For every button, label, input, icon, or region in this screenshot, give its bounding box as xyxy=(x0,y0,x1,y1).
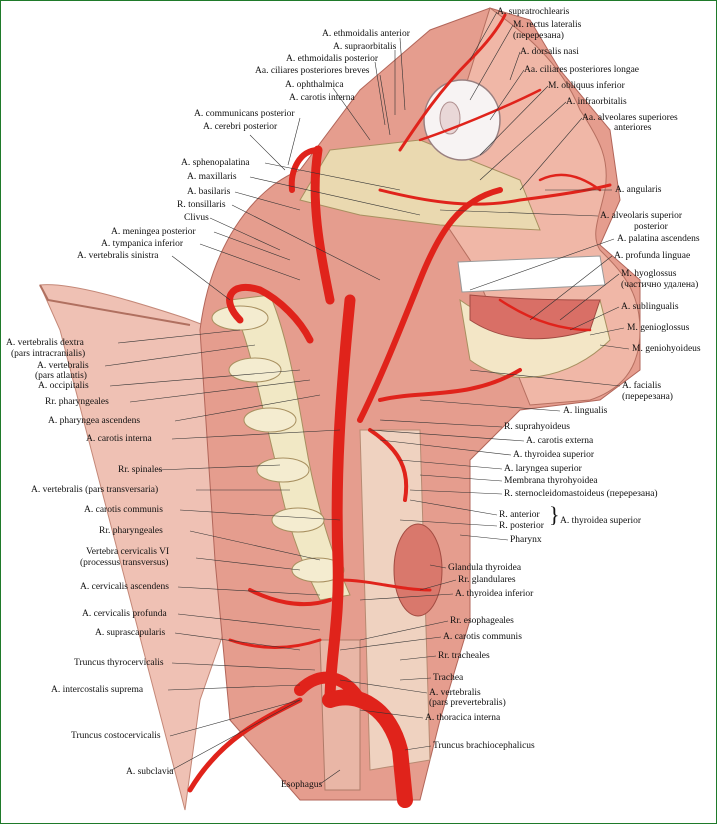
label-r-posterior: R. posterior xyxy=(499,521,544,531)
label-a-suprascapularis: A. suprascapularis xyxy=(95,628,166,638)
label-vertebra-cervicalis-1: Vertebra cervicalis VI xyxy=(86,547,170,557)
label-a-carotis-communis-right: A. carotis communis xyxy=(443,632,522,642)
label-a-thyroidea-superior-group: A. thyroidea superior xyxy=(560,516,641,526)
label-a-vertebralis-atlantis-1: A. vertebralis xyxy=(37,361,89,371)
label-r-sternocleidomastoideus: R. sternocleidomastoideus (перерезана) xyxy=(504,489,658,499)
label-a-carotis-interna: A. carotis interna xyxy=(86,434,152,444)
label-a-vertebralis-sinistra: A. vertebralis sinistra xyxy=(77,251,159,261)
label-a-occipitalis: A. occipitalis xyxy=(38,381,89,391)
skin-edge xyxy=(39,284,191,326)
label-a-vertebralis-prev-2: (pars prevertebralis) xyxy=(429,698,506,708)
label-truncus-costocervicalis: Truncus costocervicalis xyxy=(71,731,161,741)
label-pharynx: Pharynx xyxy=(510,535,542,545)
label-m-hyoglossus-note: (частично удалена) xyxy=(621,280,699,290)
label-a-ophthalmica: A. ophthalmica xyxy=(285,80,344,90)
thyroid-gland xyxy=(393,523,443,617)
label-a-thoracica-interna: A. thoracica interna xyxy=(425,713,501,723)
label-a-ethmoidalis-anterior: A. ethmoidalis anterior xyxy=(322,29,410,39)
label-a-maxillaris: A. maxillaris xyxy=(187,172,237,182)
label-a-vertebralis-transversaria: A. vertebralis (pars transversaria) xyxy=(31,485,159,495)
label-a-thyroidea-superior-top: A. thyroidea superior xyxy=(513,450,594,460)
esophagus xyxy=(319,639,361,791)
label-a-facialis: A. facialis xyxy=(622,381,662,391)
label-a-dorsalis-nasi: A. dorsalis nasi xyxy=(520,47,579,57)
label-a-meningea-posterior: A. meningea posterior xyxy=(111,227,196,237)
label-m-rectus-lateralis-note: (перерезана) xyxy=(513,31,564,41)
label-a-communicans-posterior: A. communicans posterior xyxy=(194,109,295,119)
label-a-vertebralis-atlantis-2: (pars atlantis) xyxy=(35,371,87,381)
label-a-angularis: A. angularis xyxy=(615,185,662,195)
label-trachea: Trachea xyxy=(433,673,464,683)
label-a-facialis-note: (перерезана) xyxy=(622,392,673,402)
label-a-sphenopalatina: A. sphenopalatina xyxy=(181,158,250,168)
label-a-intercostalis-suprema: A. intercostalis suprema xyxy=(51,685,144,695)
label-a-cervicalis-ascendens: A. cervicalis ascendens xyxy=(80,582,169,592)
label-a-sublingualis: A. sublingualis xyxy=(621,302,679,312)
label-rr-pharyngeales-top: Rr. pharyngeales xyxy=(45,397,109,407)
label-aa-ciliares-post-breves: Aa. ciliares posteriores breves xyxy=(255,66,370,76)
label-truncus-brachiocephalicus: Truncus brachiocephalicus xyxy=(433,741,535,751)
label-aa-ciliares-post-longae: Aa. ciliares posteriores longae xyxy=(524,65,640,75)
label-r-tonsillaris: R. tonsillaris xyxy=(177,200,226,210)
label-a-carotis-interna-top: A. carotis interna xyxy=(289,93,355,103)
label-glandula-thyroidea: Glandula thyroidea xyxy=(448,563,522,573)
label-rr-glandulares: Rr. glandulares xyxy=(458,575,516,585)
label-a-basilaris: A. basilaris xyxy=(187,187,231,197)
label-aa-alveolares-sup-ant-1: Aa. alveolares superiores xyxy=(582,113,678,123)
label-r-suprahyoideus: R. suprahyoideus xyxy=(504,422,570,432)
label-rr-pharyngeales-low: Rr. pharyngeales xyxy=(99,526,163,536)
label-a-alveolaris-sup-post-1: A. alveolaris superior xyxy=(600,211,683,221)
label-a-alveolaris-sup-post-2: posterior xyxy=(634,222,668,232)
label-m-hyoglossus: M. hyoglossus xyxy=(621,269,677,279)
label-m-geniohyoideus: M. geniohyoideus xyxy=(632,344,701,354)
label-r-anterior: R. anterior xyxy=(499,510,540,520)
label-clivus: Clivus xyxy=(184,213,209,223)
label-a-profunda-linguae: A. profunda linguae xyxy=(614,251,691,261)
label-a-thyroidea-inferior: A. thyroidea inferior xyxy=(455,589,534,599)
label-a-carotis-communis-left: A. carotis communis xyxy=(84,505,163,515)
label-a-supratrochlearis: A. supratrochlearis xyxy=(497,7,570,17)
label-esophagus: Esophagus xyxy=(281,780,323,790)
label-rr-tracheales: Rr. tracheales xyxy=(438,651,490,661)
label-vertebra-cervicalis-2: (processus transversus) xyxy=(80,558,169,568)
eyeball xyxy=(423,79,501,161)
label-a-cerebri-posterior: A. cerebri posterior xyxy=(203,122,278,132)
label-a-tympanica-inferior: A. tympanica inferior xyxy=(101,239,184,249)
label-a-cervicalis-profunda: A. cervicalis profunda xyxy=(82,609,167,619)
label-a-lingualis: A. lingualis xyxy=(563,406,608,416)
label-a-vertebralis-prev-1: A. vertebralis xyxy=(429,688,481,698)
label-a-vertebralis-dextra-1: A. vertebralis dextra xyxy=(6,338,84,348)
label-rr-esophageales: Rr. esophageales xyxy=(450,616,514,626)
label-a-subclavia: A. subclavia xyxy=(126,767,174,777)
label-a-carotis-externa: A. carotis externa xyxy=(526,436,594,446)
label-a-palatina-ascendens: A. palatina ascendens xyxy=(617,234,700,244)
label-m-rectus-lateralis: M. rectus lateralis xyxy=(513,20,582,30)
label-m-genioglossus: M. genioglossus xyxy=(627,323,690,333)
label-a-supraorbitalis: A. supraorbitalis xyxy=(333,42,397,52)
label-a-infraorbitalis: A. infraorbitalis xyxy=(566,97,627,107)
label-membrana-thyrohyoidea: Membrana thyrohyoidea xyxy=(504,476,598,486)
label-a-pharyngea-ascendens: A. pharyngea ascendens xyxy=(48,416,141,426)
label-rr-spinales: Rr. spinales xyxy=(118,465,163,475)
label-truncus-thyrocervicalis: Truncus thyrocervicalis xyxy=(74,658,164,668)
label-a-laryngea-superior: A. laryngea superior xyxy=(504,464,582,474)
bracket-thyroidea-superior: } xyxy=(549,502,560,527)
label-m-obliquus-inferior: M. obliquus inferior xyxy=(548,81,625,91)
label-aa-alveolares-sup-ant-2: anteriores xyxy=(614,123,652,133)
label-a-ethmoidalis-posterior: A. ethmoidalis posterior xyxy=(286,54,379,64)
label-a-vertebralis-dextra-2: (pars intracranialis) xyxy=(11,349,86,359)
